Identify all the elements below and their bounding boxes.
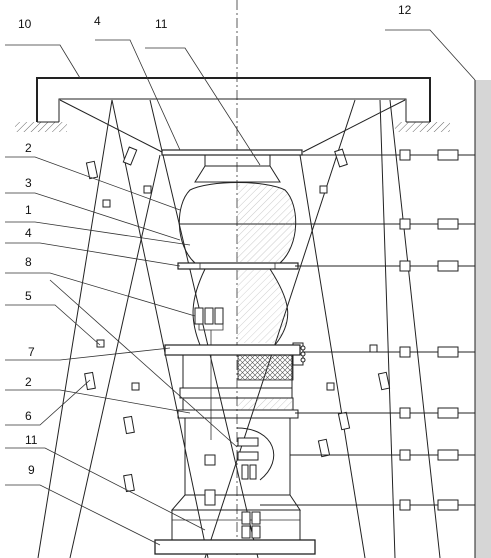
base [154, 494, 316, 555]
top-support-frame [15, 77, 450, 132]
right-sensor-lines [260, 149, 475, 511]
label-11-lower: 11 [25, 433, 38, 447]
labels: 10 4 11 12 2 3 1 4 8 5 7 2 6 11 9 [18, 3, 412, 477]
sensor-block [194, 307, 224, 440]
leader-lines [5, 29, 476, 546]
label-10: 10 [18, 17, 32, 31]
label-2-lower: 2 [25, 375, 32, 389]
right-wall [474, 80, 491, 558]
label-7: 7 [28, 345, 35, 359]
label-4-middle: 4 [25, 226, 32, 240]
label-6: 6 [25, 409, 32, 423]
suspension-cables [37, 99, 441, 558]
label-4-top: 4 [94, 14, 101, 28]
label-3: 3 [25, 176, 32, 190]
label-11-top: 11 [155, 17, 168, 31]
label-9: 9 [28, 463, 35, 477]
cable-tensioners [84, 146, 391, 493]
label-8: 8 [25, 255, 32, 269]
upper-sphere [178, 182, 297, 264]
label-2-upper: 2 [25, 141, 32, 155]
label-5: 5 [25, 289, 32, 303]
label-12: 12 [398, 3, 412, 17]
middle-plate [177, 262, 299, 270]
mid-plate-7 [164, 344, 301, 356]
label-1: 1 [25, 203, 32, 217]
lower-column [177, 355, 299, 506]
